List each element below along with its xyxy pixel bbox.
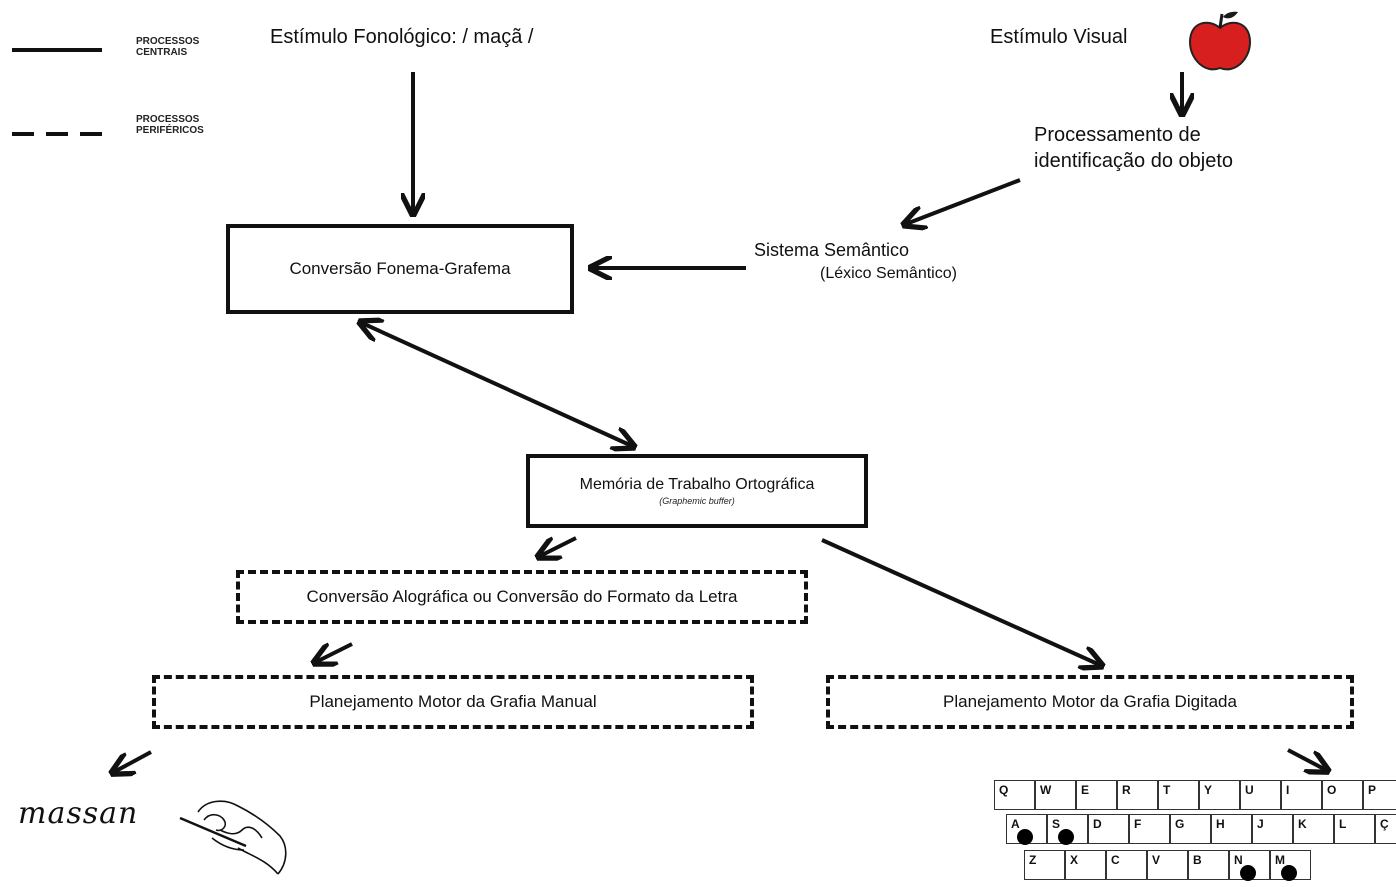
arrow-object-to-semantic <box>906 178 1021 224</box>
semantic-system-sublabel: (Léxico Semântico) <box>820 265 957 282</box>
working-memory-sublabel: (Graphemic buffer) <box>659 496 735 506</box>
key-label: U <box>1245 783 1254 797</box>
key-label: D <box>1093 817 1102 831</box>
key-label: R <box>1122 783 1131 797</box>
key-u: U <box>1240 780 1281 810</box>
key-label: H <box>1216 817 1225 831</box>
key-c: C <box>1106 850 1147 880</box>
key-label: W <box>1040 783 1052 797</box>
apple-icon <box>1188 11 1252 71</box>
key-label: L <box>1339 817 1347 831</box>
key-label: Z <box>1029 853 1037 867</box>
key-label: G <box>1175 817 1185 831</box>
allographic-conversion-box: Conversão Alográfica ou Conversão do For… <box>236 570 808 624</box>
key-label: X <box>1070 853 1079 867</box>
key-a: A <box>1006 814 1047 845</box>
key-p: P <box>1363 780 1396 810</box>
key-label: S <box>1052 817 1061 831</box>
key-e: E <box>1076 780 1117 810</box>
key-press-dot <box>1281 865 1297 881</box>
visual-stimulus-label: Estímulo Visual <box>990 26 1128 48</box>
working-memory-label: Memória de Trabalho Ortográfica <box>579 476 815 493</box>
key-press-dot <box>1017 829 1033 845</box>
phonological-stimulus-label: Estímulo Fonológico: / maçã / <box>270 26 534 48</box>
key-press-dot <box>1240 865 1256 881</box>
object-identification-label: Processamento de identificação do objeto <box>1034 124 1234 172</box>
manual-motor-planning-box: Planejamento Motor da Grafia Manual <box>152 675 754 729</box>
allographic-conversion-label: Conversão Alográfica ou Conversão do For… <box>306 587 738 606</box>
key-k: K <box>1293 814 1334 844</box>
arrow-allographic-to-manual <box>316 642 353 662</box>
key-n: N <box>1229 850 1270 881</box>
key-w: W <box>1035 780 1076 810</box>
key-o: O <box>1322 780 1363 810</box>
writing-hand-icon <box>179 800 287 875</box>
key-label: Q <box>999 783 1009 797</box>
key-h: H <box>1211 814 1252 844</box>
key-v: V <box>1147 850 1188 880</box>
key-label: V <box>1152 853 1161 867</box>
phoneme-grapheme-box: Conversão Fonema-Grafema <box>226 224 574 314</box>
arrow-conversion-memory-bidirectional <box>362 323 632 446</box>
key-q: Q <box>994 780 1035 810</box>
key-m: M <box>1270 850 1311 881</box>
key-y: Y <box>1199 780 1240 810</box>
key-label: O <box>1327 783 1337 797</box>
key-label: F <box>1134 817 1142 831</box>
key-press-dot <box>1058 829 1074 845</box>
keyboard: Q W E R T Y U I O P A S D F G H J K L Ç Z X C V B N M <box>994 780 1396 887</box>
key-label: P <box>1368 783 1377 797</box>
key-label: A <box>1011 817 1020 831</box>
key-d: D <box>1088 814 1129 844</box>
arrow-typed-to-keyboard <box>1287 748 1326 770</box>
handwriting-output: massan <box>18 796 139 831</box>
key-label: J <box>1257 817 1264 831</box>
phoneme-grapheme-label: Conversão Fonema-Grafema <box>289 259 511 278</box>
key-j: J <box>1252 814 1293 844</box>
semantic-system-label: Sistema Semântico <box>754 240 910 260</box>
key-t: T <box>1158 780 1199 810</box>
key-label: K <box>1298 817 1307 831</box>
key-label: E <box>1081 783 1090 797</box>
key-r: R <box>1117 780 1158 810</box>
typed-motor-planning-box: Planejamento Motor da Grafia Digitada <box>826 675 1354 729</box>
key-i: I <box>1281 780 1322 810</box>
key-label: Y <box>1204 783 1213 797</box>
key-label: N <box>1234 853 1243 867</box>
key-g: G <box>1170 814 1211 844</box>
key-f: F <box>1129 814 1170 844</box>
arrow-manual-to-handwriting <box>114 750 152 772</box>
legend-central-label: PROCESSOS CENTRAIS <box>136 36 200 58</box>
arrow-memory-to-allographic <box>540 536 577 556</box>
key-x: X <box>1065 850 1106 880</box>
key-ç: Ç <box>1375 814 1396 844</box>
legend-peripheral-label: PROCESSOS PERIFÉRICOS <box>136 114 204 136</box>
key-b: B <box>1188 850 1229 880</box>
key-label: C <box>1111 853 1120 867</box>
key-label: I <box>1286 783 1290 797</box>
key-label: Ç <box>1380 817 1389 831</box>
typed-motor-planning-label: Planejamento Motor da Grafia Digitada <box>943 692 1237 711</box>
key-l: L <box>1334 814 1375 844</box>
key-s: S <box>1047 814 1088 845</box>
key-label: M <box>1275 853 1285 867</box>
arrow-memory-to-typed <box>821 538 1100 665</box>
key-label: T <box>1163 783 1171 797</box>
key-z: Z <box>1024 850 1065 880</box>
working-memory-box: Memória de Trabalho Ortográfica (Graphem… <box>526 454 868 528</box>
key-label: B <box>1193 853 1202 867</box>
manual-motor-planning-label: Planejamento Motor da Grafia Manual <box>309 692 597 711</box>
